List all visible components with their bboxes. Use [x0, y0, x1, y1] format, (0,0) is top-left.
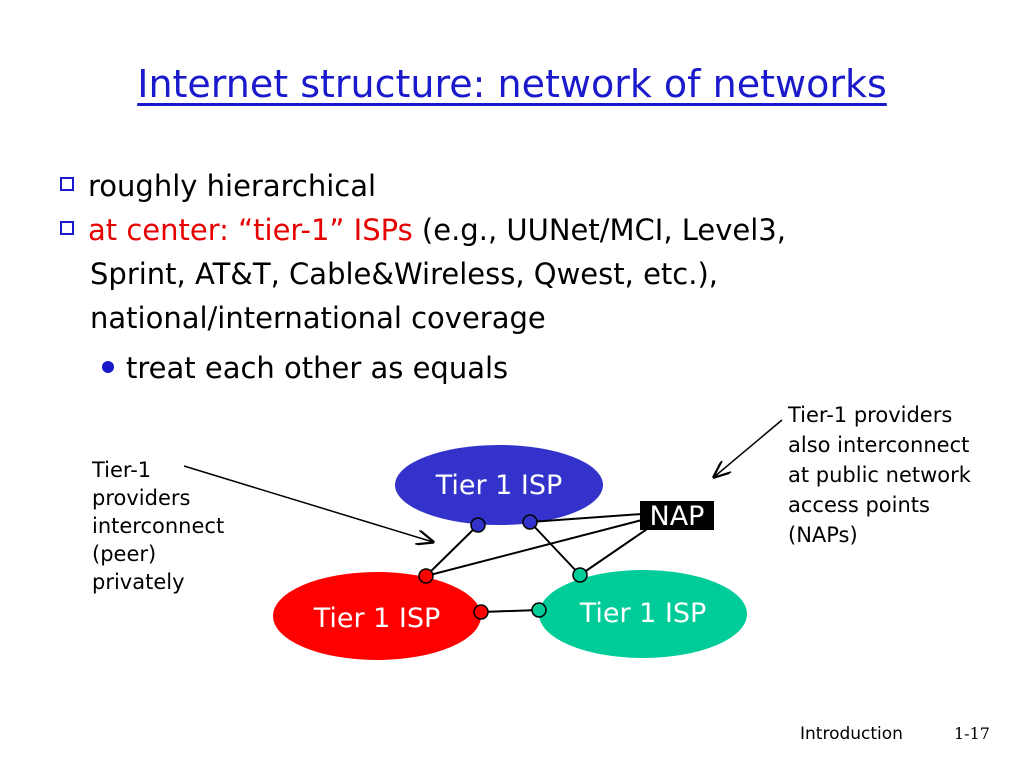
sub-bullet-1: treat each other as equals — [102, 346, 508, 390]
bullet-1: roughly hierarchical — [60, 164, 960, 208]
page-number: 1-17 — [954, 724, 990, 743]
link-left-right — [480, 609, 540, 613]
private-peer-arrow — [183, 465, 433, 542]
isp-left-label: Tier 1 ISP — [313, 603, 441, 634]
router-point — [522, 514, 538, 530]
bullet-2-line-2: Sprint, AT&T, Cable&Wireless, Qwest, etc… — [90, 257, 718, 291]
nap-note: Tier-1 providers also interconnect at pu… — [788, 400, 1008, 550]
note-line: interconnect — [92, 514, 225, 538]
link-left-nap — [425, 519, 643, 577]
note-line: Tier-1 providers — [788, 403, 953, 427]
router-point — [418, 568, 434, 584]
nap-arrow — [714, 419, 783, 477]
isp-right-label: Tier 1 ISP — [579, 598, 707, 629]
bullet-2-highlight: at center: “tier-1” ISPs — [88, 213, 413, 247]
note-line: (peer) — [92, 542, 157, 566]
router-point — [531, 602, 547, 618]
router-point — [572, 567, 588, 583]
sub-bullet-1-text: treat each other as equals — [126, 351, 509, 385]
note-line: privately — [92, 570, 185, 594]
round-bullet-icon — [102, 361, 114, 373]
square-bullet-icon — [60, 177, 74, 191]
footer-section: Introduction — [800, 724, 903, 744]
isp-right-node — [539, 570, 747, 658]
note-line: at public network — [788, 463, 971, 487]
private-peering-note: Tier-1 providers interconnect (peer) pri… — [92, 456, 262, 596]
link-right-nap — [579, 526, 651, 576]
isp-top-node — [395, 445, 603, 525]
nap-label: NAP — [650, 501, 705, 532]
square-bullet-icon — [60, 221, 74, 235]
bullet-2: at center: “tier-1” ISPs (e.g., UUNet/MC… — [60, 208, 960, 252]
bullet-2-text: (e.g., UUNet/MCI, Level3, — [412, 213, 786, 247]
link-top-nap — [529, 513, 643, 523]
nap-box — [640, 501, 714, 530]
router-point — [473, 604, 489, 620]
note-line: Tier-1 — [92, 458, 152, 482]
isp-left-node — [273, 572, 481, 660]
bullet-1-text: roughly hierarchical — [88, 169, 377, 203]
link-top-left — [425, 524, 479, 577]
note-line: access points — [788, 493, 930, 517]
isp-top-label: Tier 1 ISP — [435, 470, 563, 501]
bullet-2-line-3: national/international coverage — [90, 301, 546, 335]
note-line: also interconnect — [788, 433, 970, 457]
link-top-right — [529, 521, 581, 576]
note-line: providers — [92, 486, 191, 510]
router-point — [470, 517, 486, 533]
note-line: (NAPs) — [788, 523, 858, 547]
slide-title: Internet structure: network of networks — [137, 62, 887, 106]
